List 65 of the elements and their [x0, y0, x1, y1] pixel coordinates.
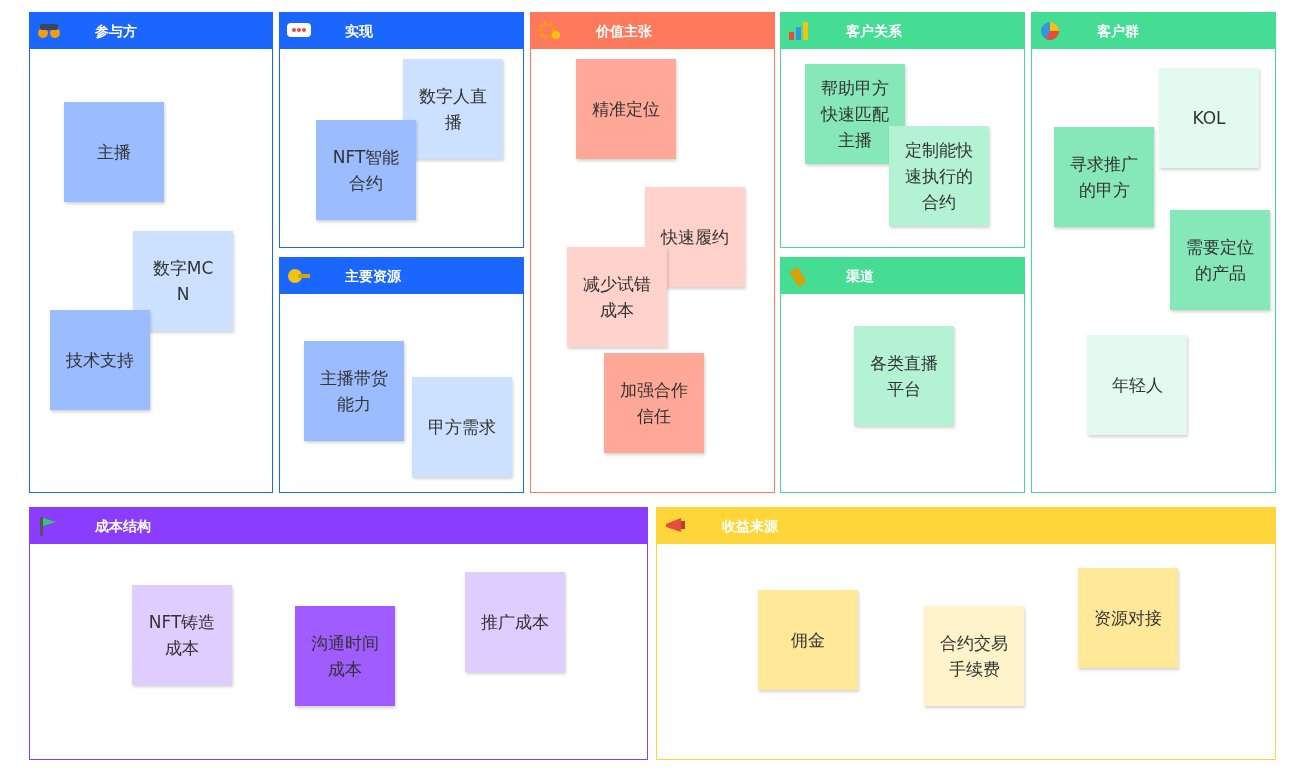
note-text: KOL — [1191, 107, 1227, 130]
panel-title: 成本结构 — [95, 517, 151, 535]
note-text: 主播带货能力 — [319, 367, 389, 416]
panel-title: 客户关系 — [846, 22, 902, 40]
note-text: 技术支持 — [65, 349, 135, 372]
canvas-panel — [656, 507, 1276, 760]
sticky-note — [465, 572, 565, 672]
canvas-panel — [279, 12, 524, 248]
note-text: 寻求推广的甲方 — [1069, 153, 1139, 202]
sticky-note — [1170, 210, 1270, 310]
sticky-note — [1078, 568, 1178, 668]
panel-title: 价值主张 — [596, 22, 652, 40]
sticky-note — [924, 606, 1024, 706]
note-text: 佣金 — [790, 629, 826, 652]
note-text: 数字MCN — [151, 257, 215, 306]
canvas-panel — [29, 12, 273, 493]
note-text: 年轻人 — [1110, 374, 1164, 397]
sticky-note — [316, 120, 416, 220]
panel-title: 客户群 — [1097, 22, 1139, 40]
note-text: 合约交易手续费 — [939, 632, 1009, 681]
sticky-note — [758, 590, 858, 690]
note-text: 各类直播平台 — [869, 352, 939, 401]
canvas-panel — [780, 12, 1025, 248]
canvas-panel — [1031, 12, 1276, 493]
sticky-note — [1159, 68, 1259, 168]
sticky-note — [403, 59, 503, 159]
note-text: 帮助甲方快速匹配主播 — [819, 77, 890, 152]
sticky-note — [133, 231, 233, 331]
sticky-note — [889, 126, 989, 226]
note-text: 沟通时间成本 — [310, 632, 380, 681]
sticky-note — [64, 102, 164, 202]
panel-title: 渠道 — [846, 267, 874, 285]
note-text: 数字人直播 — [418, 85, 488, 134]
note-text: NFT智能合约 — [331, 146, 401, 195]
sticky-note — [854, 326, 954, 426]
sticky-note — [805, 64, 905, 164]
note-text: 资源对接 — [1093, 607, 1163, 630]
canvas-panel — [29, 507, 648, 760]
panel-title: 参与方 — [95, 22, 137, 40]
sticky-note — [132, 585, 232, 685]
sticky-note — [567, 247, 667, 347]
sticky-note — [1054, 127, 1154, 227]
note-text: NFT铸造成本 — [147, 611, 217, 660]
note-text: 主播 — [96, 141, 132, 164]
panel-title: 主要资源 — [345, 267, 401, 285]
note-text: 减少试错成本 — [582, 273, 652, 322]
note-text: 需要定位的产品 — [1185, 236, 1255, 285]
note-text: 定制能快速执行的合约 — [904, 139, 974, 214]
panel-title: 收益来源 — [722, 517, 778, 535]
sticky-note — [50, 310, 150, 410]
sticky-note — [295, 606, 395, 706]
sticky-note — [304, 341, 404, 441]
note-text: 精准定位 — [591, 98, 661, 121]
panel-title: 实现 — [345, 22, 373, 40]
sticky-note — [576, 59, 676, 159]
note-text: 甲方需求 — [427, 416, 497, 439]
sticky-note — [412, 377, 512, 477]
note-text: 加强合作信任 — [619, 379, 689, 428]
canvas-panel — [780, 257, 1025, 493]
canvas-panel — [530, 12, 775, 493]
note-text: 推广成本 — [480, 611, 550, 634]
sticky-note — [1087, 335, 1187, 435]
canvas-panel — [279, 257, 524, 493]
sticky-note — [604, 353, 704, 453]
note-text: 快速履约 — [659, 226, 730, 249]
